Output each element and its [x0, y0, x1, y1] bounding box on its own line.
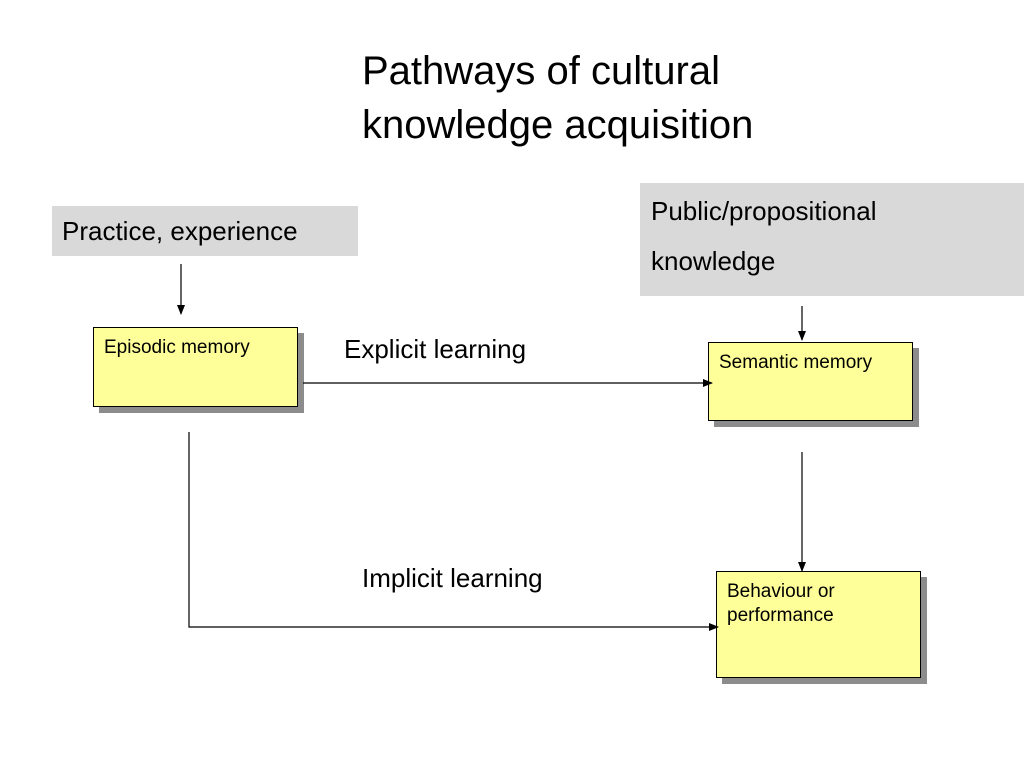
title-line-2: knowledge acquisition — [362, 103, 754, 147]
public-knowledge-line-1: Public/propositional — [651, 196, 877, 226]
semantic-memory-node: Semantic memory — [708, 342, 913, 421]
practice-experience-label: Practice, experience — [62, 216, 298, 246]
title-line-1: Pathways of cultural — [362, 49, 720, 93]
episodic-memory-node: Episodic memory — [93, 327, 298, 407]
behaviour-performance-label: Behaviour or performance — [727, 581, 835, 626]
implicit-learning-label: Implicit learning — [362, 563, 543, 593]
public-knowledge-box: Public/propositional knowledge — [640, 183, 1024, 296]
episodic-memory-label: Episodic memory — [104, 337, 250, 358]
semantic-memory-label: Semantic memory — [719, 352, 873, 373]
behaviour-performance-node: Behaviour or performance — [716, 571, 921, 678]
arrow-episodic-to-behaviour — [188, 432, 719, 631]
public-knowledge-line-2: knowledge — [651, 246, 776, 276]
practice-experience-box: Practice, experience — [52, 206, 358, 256]
explicit-learning-label: Explicit learning — [344, 334, 527, 364]
slide-title: Pathways of cultural knowledge acquisiti… — [362, 44, 753, 152]
